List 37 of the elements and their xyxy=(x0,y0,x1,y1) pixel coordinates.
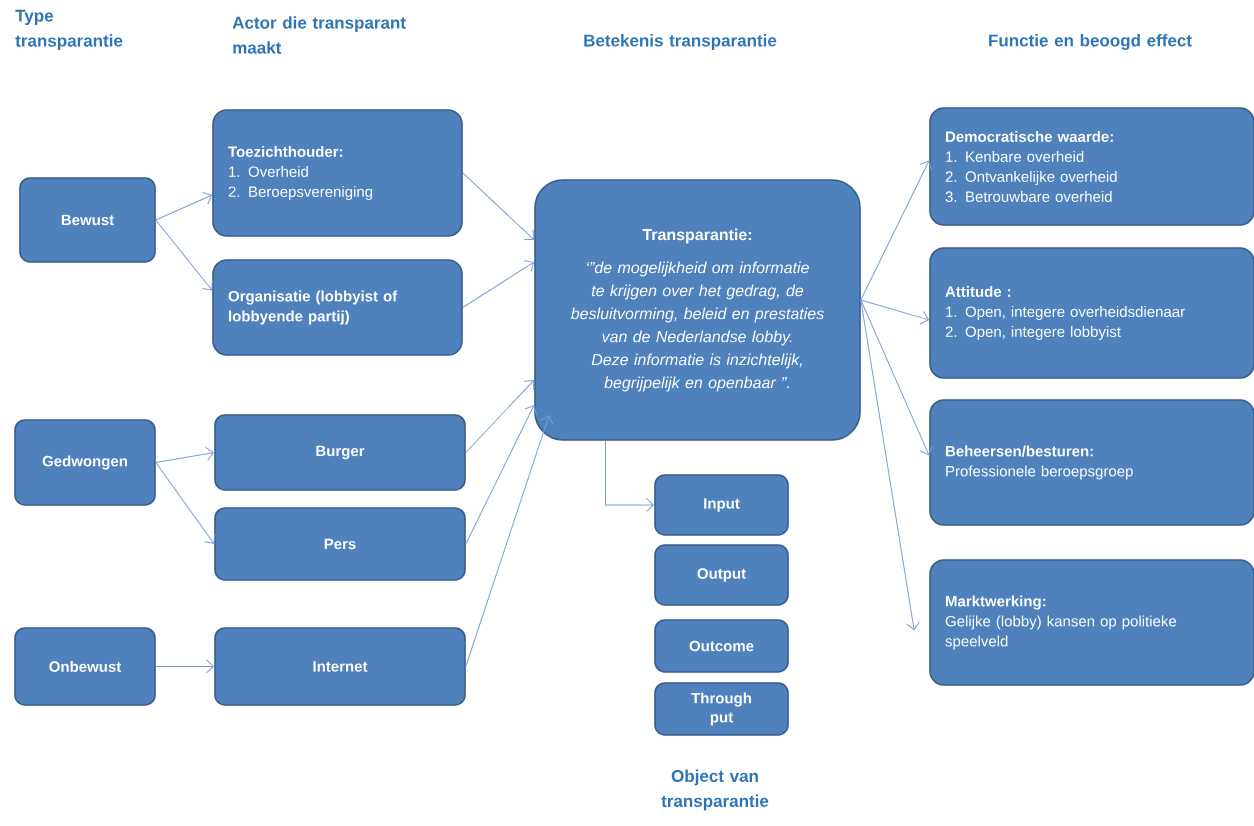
arrow xyxy=(465,380,535,453)
process-box: Organisatie (lobbyist of lobbyende partij) xyxy=(212,259,463,356)
column-heading: Type transparantie xyxy=(15,9,123,51)
arrow xyxy=(860,299,929,325)
process-box: Pers xyxy=(214,507,466,581)
arrow xyxy=(155,462,216,544)
arrow xyxy=(155,659,214,674)
arrow xyxy=(155,446,214,463)
process-box: Marktwerking: Gelijke (lobby) kansen op politieke speelveld xyxy=(929,559,1254,686)
arrow xyxy=(860,160,933,301)
arrow xyxy=(860,299,920,631)
process-box: Gedwongen xyxy=(14,419,156,506)
process-box: Output xyxy=(654,544,789,606)
process-box: Onbewust xyxy=(14,627,156,706)
arrow xyxy=(860,299,933,456)
column-heading: Actor die transparant maakt xyxy=(232,16,406,54)
arrow xyxy=(462,172,535,240)
column-heading: Betekenis transparantie xyxy=(584,34,777,50)
process-box: Transparantie: ‘”de mogelijkheid om informatie te krijgen over het gedrag, de besluitvorming, beleid en prestaties van de Nederlandse lobby. Deze informatie is inzichtelijk, begrijpelijk en openbaar ”. xyxy=(534,179,861,441)
process-box: Input xyxy=(654,474,789,536)
process-box: Burger xyxy=(214,414,466,491)
process-box: Attitude : 1. Open, integere overheidsdienaar 2. Open, integere lobbyist xyxy=(929,247,1254,379)
arrow xyxy=(465,405,538,545)
process-box: Bewust xyxy=(19,177,156,263)
arrow xyxy=(155,191,213,221)
arrow xyxy=(605,440,654,512)
arrow xyxy=(462,260,535,308)
process-box: Through put xyxy=(654,682,789,736)
arrow xyxy=(155,219,213,291)
process-box: Toezichthouder: 1. Overheid 2. Beroepsvereniging xyxy=(212,109,463,237)
process-box: Internet xyxy=(214,627,466,706)
column-heading: Object van transparantie xyxy=(661,769,769,811)
process-box: Outcome xyxy=(654,619,789,673)
column-heading: Functie en beoogd effect xyxy=(989,34,1192,50)
arrow xyxy=(465,415,554,667)
process-box: Beheersen/besturen: Professionele beroepsgroep xyxy=(929,399,1254,526)
process-box: Democratische waarde: 1. Kenbare overheid 2. Ontvankelijke overheid 3. Betrouwbare overheid xyxy=(929,107,1254,226)
